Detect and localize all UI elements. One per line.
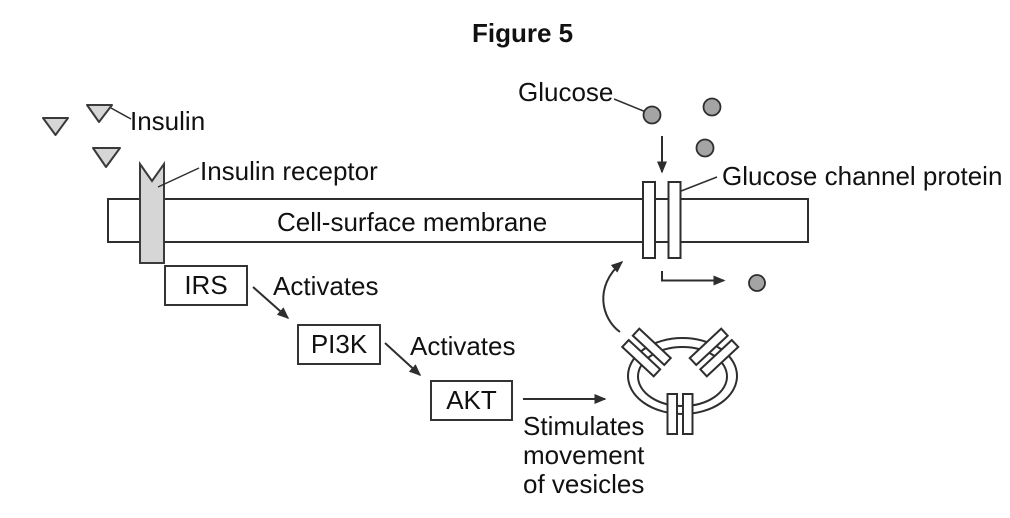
node-irs: IRS bbox=[164, 265, 248, 306]
activates-label-2: Activates bbox=[410, 331, 516, 361]
glucose-molecule-icon bbox=[695, 138, 715, 158]
insulin-triangle-icon bbox=[42, 117, 69, 136]
activates-label-1: Activates bbox=[273, 271, 379, 301]
vesicle-channel-pair-bottom bbox=[666, 393, 694, 435]
insulin-receptor-leader-line bbox=[157, 167, 200, 188]
insulin-label: Insulin bbox=[130, 106, 206, 136]
insulin-leader-line bbox=[110, 107, 132, 120]
vesicle-to-membrane-arrow bbox=[602, 261, 624, 333]
pi3k-to-akt-arrow bbox=[384, 342, 422, 377]
node-akt: AKT bbox=[430, 380, 513, 421]
insulin-triangle-icon bbox=[86, 104, 113, 123]
leader-lines bbox=[110, 98, 718, 194]
glucose-channel-label: Glucose channel protein bbox=[722, 161, 1003, 191]
insulin-triangle-icon bbox=[92, 147, 121, 168]
glucose-label: Glucose bbox=[518, 77, 614, 107]
glucose-molecule-icon bbox=[642, 105, 662, 125]
stimulates-line-1: Stimulates bbox=[523, 411, 645, 441]
vesicle-channel-pair-top-left bbox=[620, 327, 673, 378]
glucose-exit-arrow bbox=[661, 271, 726, 286]
cell-membrane-label: Cell-surface membrane bbox=[277, 207, 548, 237]
channel-right-subunit bbox=[667, 181, 682, 259]
vesicle-icon bbox=[620, 327, 740, 435]
glucose-molecule-icons bbox=[642, 97, 766, 292]
node-pi3k: PI3K bbox=[297, 324, 381, 365]
figure-title: Figure 5 bbox=[472, 18, 574, 48]
insulin-molecule-icons bbox=[42, 104, 121, 168]
glucose-channel-icon bbox=[642, 181, 682, 259]
cell-membrane-band bbox=[107, 198, 809, 243]
glucose-molecule-icon bbox=[702, 97, 722, 117]
channel-left-subunit bbox=[642, 181, 656, 259]
glucose-channel-leader-line bbox=[675, 176, 718, 194]
vesicle-channel-pair-top-right bbox=[688, 327, 740, 378]
stimulates-label: Stimulates movement of vesicles bbox=[523, 412, 644, 499]
irs-to-pi3k-arrow bbox=[252, 286, 290, 319]
glucose-molecule-icon bbox=[748, 274, 766, 292]
glucose-leader-line bbox=[613, 98, 647, 113]
insulin-receptor-icon bbox=[139, 160, 165, 264]
stimulates-line-2: movement bbox=[523, 440, 645, 470]
insulin-receptor-label: Insulin receptor bbox=[200, 156, 378, 186]
stimulates-line-3: of vesicles bbox=[523, 469, 645, 499]
